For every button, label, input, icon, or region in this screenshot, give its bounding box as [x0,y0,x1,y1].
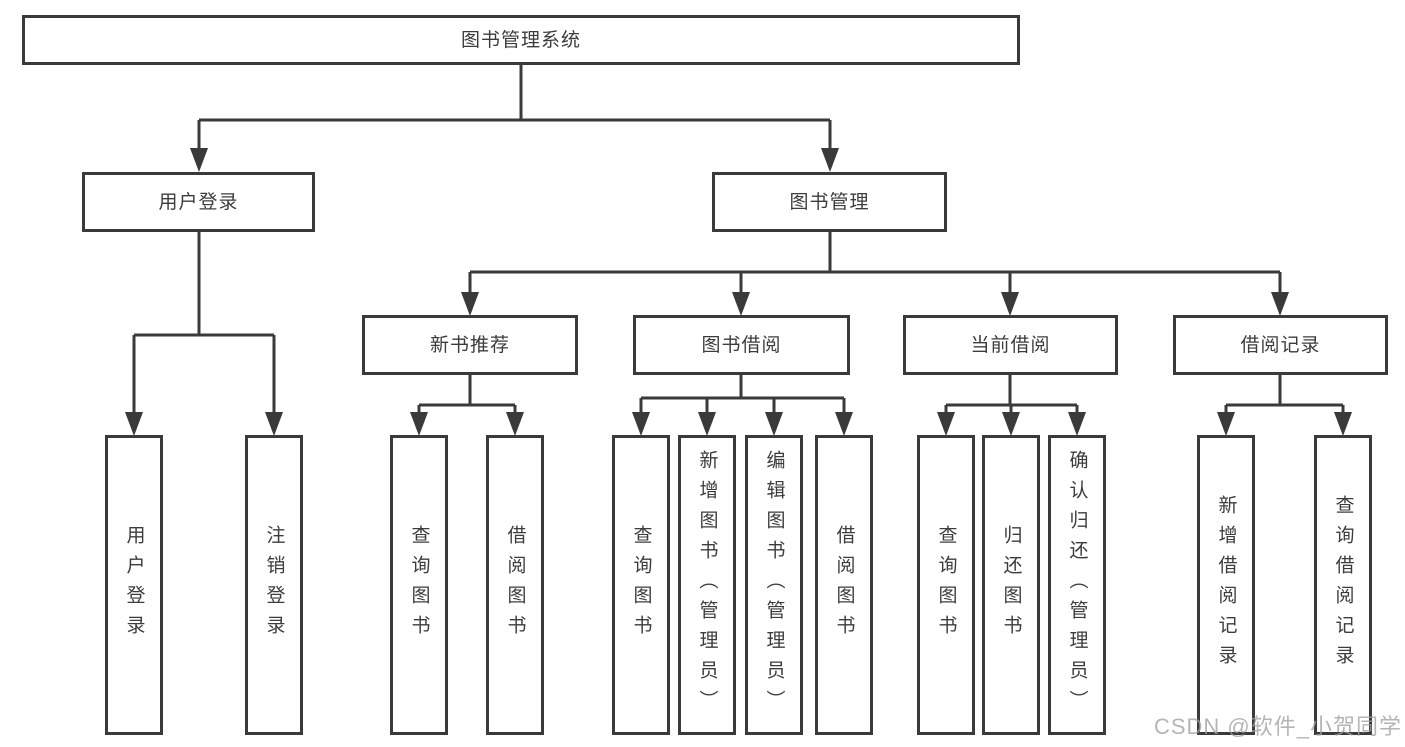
node-book-borrowing: 图书借阅 [633,315,850,375]
node-new-book-recommend-label: 新书推荐 [429,334,510,356]
leaf-records-add-record: 新增借阅记录 [1197,435,1255,735]
leaf-borrow-query-books: 查询图书 [612,435,670,735]
node-new-book-recommend: 新书推荐 [362,315,578,375]
leaf-borrow-borrow-books: 借阅图书 [815,435,873,735]
node-root: 图书管理系统 [22,15,1020,65]
leaf-current-return-books: 归还图书 [982,435,1040,735]
leaf-borrow-add-books: 新增图书（管理员） [678,435,736,735]
leaf-borrow-edit-books-label: 编辑图书（管理员） [763,450,785,720]
leaf-current-return-books-label: 归还图书 [1000,525,1022,645]
node-borrowing-records: 借阅记录 [1173,315,1388,375]
node-user-login: 用户登录 [82,172,315,232]
leaf-records-add-record-label: 新增借阅记录 [1215,495,1237,675]
node-book-borrowing-label: 图书借阅 [701,334,782,356]
arrowhead-icons [125,148,1352,436]
leaf-current-query-books-label: 查询图书 [935,525,957,645]
leaf-logout: 注销登录 [245,435,303,735]
leaf-borrow-query-books-label: 查询图书 [630,525,652,645]
leaf-user-login-label: 用户登录 [123,525,145,645]
leaf-recommend-query-books: 查询图书 [390,435,448,735]
leaf-current-query-books: 查询图书 [917,435,975,735]
leaf-records-query-record-label: 查询借阅记录 [1332,495,1354,675]
node-root-label: 图书管理系统 [460,29,581,51]
leaf-current-confirm-return-label: 确认归还（管理员） [1066,450,1088,720]
node-book-management-label: 图书管理 [789,191,870,213]
leaf-user-login: 用户登录 [105,435,163,735]
node-current-borrowing: 当前借阅 [903,315,1118,375]
leaf-logout-label: 注销登录 [263,525,285,645]
node-user-login-label: 用户登录 [158,191,239,213]
leaf-records-query-record: 查询借阅记录 [1314,435,1372,735]
leaf-recommend-query-books-label: 查询图书 [408,525,430,645]
csdn-watermark: CSDN @软件_小贺同学 [1153,714,1402,739]
node-borrowing-records-label: 借阅记录 [1240,334,1321,356]
node-current-borrowing-label: 当前借阅 [970,334,1051,356]
leaf-recommend-borrow-books-label: 借阅图书 [504,525,526,645]
leaf-current-confirm-return: 确认归还（管理员） [1048,435,1106,735]
leaf-borrow-add-books-label: 新增图书（管理员） [696,450,718,720]
leaf-borrow-edit-books: 编辑图书（管理员） [745,435,803,735]
node-book-management: 图书管理 [712,172,947,232]
leaf-borrow-borrow-books-label: 借阅图书 [833,525,855,645]
leaf-recommend-borrow-books: 借阅图书 [486,435,544,735]
